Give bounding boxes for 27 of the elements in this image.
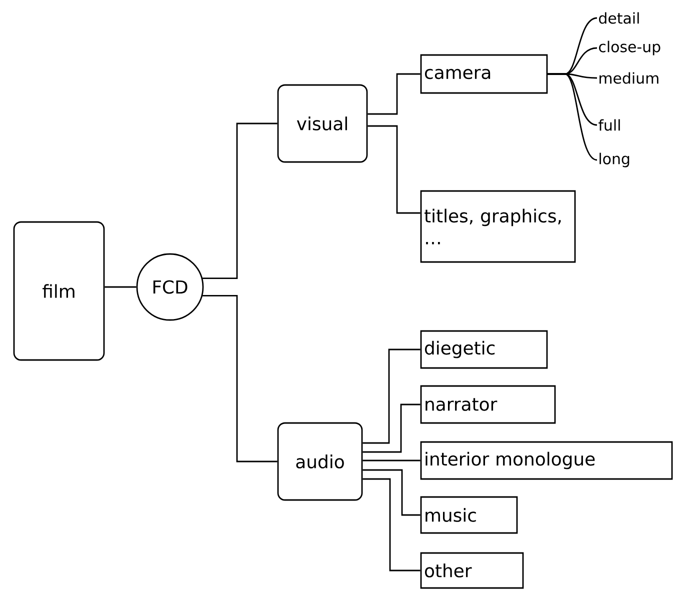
connector — [362, 404, 420, 453]
shot-label: detail — [599, 12, 639, 24]
category-box: diegetic — [420, 330, 548, 369]
connector — [548, 73, 598, 161]
shot-label: close-up — [599, 40, 660, 56]
connector — [362, 348, 420, 444]
rounded-box: visual — [277, 84, 368, 163]
connector — [202, 295, 278, 462]
shot-label: long — [600, 152, 630, 168]
rounded-box: audio — [277, 422, 363, 501]
shot-label: medium — [600, 72, 658, 84]
category-box: narrator — [420, 385, 556, 424]
circle-node: FCD — [136, 253, 204, 321]
shot-label: full — [598, 119, 620, 131]
category-box: interior monologue — [420, 441, 673, 480]
connector — [202, 122, 278, 279]
connector — [368, 125, 420, 214]
category-box: other — [420, 552, 524, 589]
category-box: camera — [420, 54, 548, 94]
category-box: titles, graphics, … — [420, 190, 576, 263]
connector — [368, 73, 420, 115]
connector — [362, 469, 420, 516]
rounded-box: film — [13, 221, 105, 361]
connector — [362, 460, 420, 462]
connector — [104, 286, 136, 288]
category-box: music — [420, 496, 518, 534]
connector — [362, 478, 420, 572]
